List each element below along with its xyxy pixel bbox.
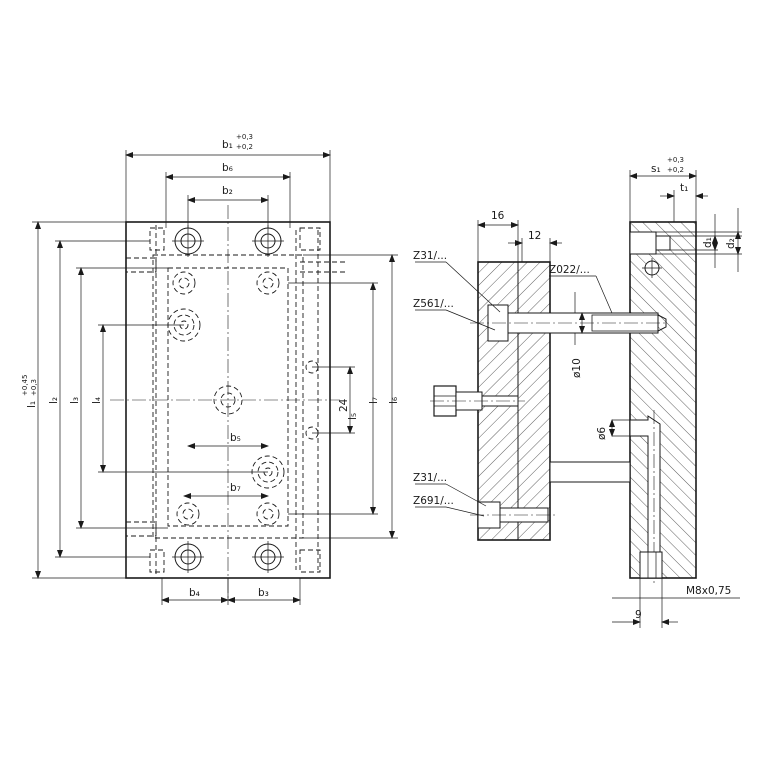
dim-label-b5: b₅ [230,432,241,444]
counterbore-hole [252,541,284,573]
callout-z31-top: Z31/... [413,250,447,262]
dim-label-l7: l₇ [368,397,380,404]
hidden-pocket-left-lower [149,549,165,573]
dim-label-16: 16 [491,210,505,222]
dim-tol-s1-upper: +0,3 [667,156,684,164]
bore-d1 [629,231,657,255]
dim-label-12: 12 [528,230,541,242]
dim-label-l2: l₂ [48,397,60,404]
hidden-frame-inner [167,267,289,527]
dim-label-l5: l₅ [347,413,359,420]
dim-label-l4: l₄ [91,397,103,404]
dim-label-9: 9 [635,609,642,621]
dim-tol-b1-lower: +0,2 [236,143,253,151]
dim-label-l6: l₆ [388,397,400,404]
connecting-rod [549,461,631,483]
hidden-pocket-right-bottom [299,549,321,573]
dim-label-s1: s₁ [651,163,661,175]
dim-label-b1: b₁ [222,139,233,151]
hidden-frame-outer [152,254,304,539]
hidden-pocket-left-upper [149,227,165,251]
thread-m8 [639,551,663,579]
bore-d2 [655,235,671,251]
dim-label-b2: b₂ [222,185,233,197]
counterbore-hole [172,225,204,257]
dim-label-d2: d₂ [725,238,737,249]
thread-label: M8x0,75 [686,585,731,597]
callout-z022: Z022/... [549,264,590,276]
hidden-pocket-left-bottom [125,521,157,537]
dim-tol-b1-upper: +0,3 [236,133,253,141]
pin-shank [591,314,659,332]
dim-label-d1: d₁ [702,237,714,248]
callout-z691: Z691/... [413,495,454,507]
callout-z561: Z561/... [413,298,454,310]
pin-tip [657,314,667,332]
right-plate [629,221,697,579]
dim-label-t1: t₁ [680,182,688,194]
dim-tol-l1-upper: +0,45 [21,375,29,396]
dim-label-b7: b₇ [230,482,241,494]
dim-tol-s1-lower: +0,2 [667,166,684,174]
counterbore-hole [172,541,204,573]
hidden-hole [256,271,280,295]
counterbore-hole [252,225,284,257]
dim-label-phi6: ø6 [596,427,608,440]
hidden-hole [172,271,196,295]
dim-label-b4: b₄ [189,587,200,599]
dim-tol-l1-lower: +0,3 [30,379,38,396]
dim-label-l3: l₃ [69,397,81,404]
hidden-hole [256,502,280,526]
callout-z31-bottom: Z31/... [413,472,447,484]
front-view: b₁ +0,3 +0,2 b₆ b₂ b₅ b₇ b₄ b₃ l₁ +0,45 … [21,133,400,605]
dim-label-l1: l₁ [26,401,38,408]
dim-label-phi10: ø10 [571,358,583,378]
hidden-hole [213,385,243,415]
hidden-pocket-right-top [299,227,321,251]
hidden-hole [176,502,200,526]
dim-label-24: 24 [338,398,350,412]
dim-label-b3: b₃ [258,587,269,599]
hidden-pocket-left-top [125,257,157,273]
hex-bolt [430,385,525,417]
dim-label-b6: b₆ [222,162,233,174]
side-section-view: ø10 ø6 16 [413,156,742,628]
